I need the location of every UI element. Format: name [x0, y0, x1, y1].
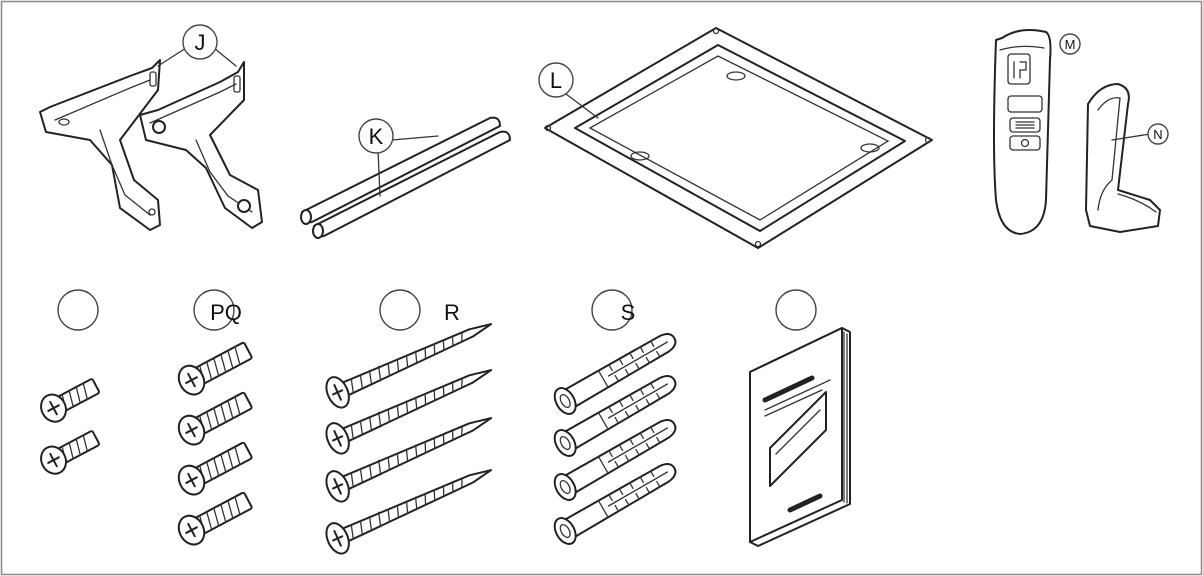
- remote-button-power: [1009, 135, 1041, 151]
- s-plug-2: [553, 375, 677, 457]
- part-r-screws: [325, 323, 493, 555]
- label-circle-n: [1147, 123, 1169, 145]
- part-j-brackets: J: [39, 24, 263, 231]
- part-small-screws: [40, 378, 100, 475]
- remote-button-up-down: [1007, 95, 1043, 113]
- remote-display: [1007, 53, 1031, 85]
- label-circle-manual: [775, 289, 817, 331]
- label-j: J: [195, 30, 206, 55]
- pq-screw-4: [177, 491, 253, 546]
- small-screw-2: [40, 430, 100, 475]
- label-r: R: [444, 300, 460, 325]
- part-n-holder: N: [1085, 83, 1169, 233]
- r-screw-1: [325, 323, 493, 409]
- label-circle-k: [358, 118, 394, 154]
- r-screw-4: [325, 469, 493, 555]
- s-plug-1: [553, 333, 677, 415]
- label-circle-m: [1059, 33, 1081, 55]
- s-plug-4: [553, 463, 677, 545]
- label-circle-s: [591, 289, 633, 331]
- part-s-plugs: [553, 333, 677, 545]
- remote-button-menu: [1009, 117, 1041, 133]
- label-circle-j: [182, 24, 218, 60]
- label-pq: PQ: [210, 300, 242, 325]
- small-screw-1: [40, 378, 100, 423]
- r-screw-2: [325, 369, 493, 455]
- part-manual-booklet: [749, 327, 851, 547]
- label-circle-r: [379, 289, 421, 331]
- bracket-left: [39, 59, 161, 231]
- label-l: L: [550, 68, 562, 93]
- label-circle-pq: [193, 289, 235, 331]
- label-circle-l: [538, 62, 574, 98]
- label-circle-p-empty: [57, 289, 99, 331]
- s-plug-3: [553, 419, 677, 501]
- pq-screw-1: [177, 341, 253, 396]
- part-l-frame: L: [538, 27, 933, 249]
- label-k: K: [369, 124, 384, 149]
- pq-screw-3: [177, 441, 253, 496]
- label-n: N: [1153, 127, 1162, 142]
- label-s: S: [621, 300, 636, 325]
- label-m: M: [1065, 37, 1076, 52]
- bracket-right: [139, 61, 263, 229]
- part-k-rods: K: [300, 116, 511, 239]
- part-m-remote: M: [993, 29, 1081, 235]
- part-pq-screws: [177, 341, 253, 546]
- pq-screw-2: [177, 391, 253, 446]
- r-screw-3: [325, 417, 493, 503]
